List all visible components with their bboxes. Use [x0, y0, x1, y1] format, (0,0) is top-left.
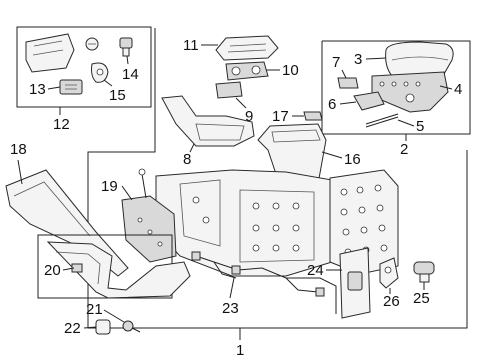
callout-22: 22	[64, 320, 81, 337]
leader-5	[397, 119, 415, 127]
callout-15: 15	[109, 87, 126, 104]
callout-21: 21	[86, 301, 103, 318]
leader-23	[229, 277, 235, 299]
callout-24: 24	[307, 262, 324, 279]
callout-14: 14	[122, 66, 139, 83]
bolt-part-14	[119, 37, 133, 57]
armrest-lid-part-3	[385, 41, 454, 77]
latch-part-7	[337, 77, 359, 89]
callout-12: 12	[53, 116, 70, 133]
rod-part-5	[365, 113, 399, 128]
leader-16	[321, 151, 343, 159]
leader-7	[341, 69, 347, 79]
bracket-part-26	[379, 257, 399, 289]
subassembly-box-12	[16, 26, 152, 108]
callout-4: 4	[454, 81, 462, 98]
leader-13	[47, 86, 61, 90]
callout-20: 20	[44, 262, 61, 279]
callout-2: 2	[400, 141, 408, 158]
panel-part-24	[339, 247, 371, 319]
callout-26: 26	[383, 293, 400, 310]
leader-8	[189, 143, 195, 153]
lock-mechanism-part-6	[353, 91, 385, 111]
callout-18: 18	[10, 141, 27, 158]
callout-8: 8	[183, 151, 191, 168]
nut-part-22	[95, 319, 111, 335]
callout-10: 10	[282, 62, 299, 79]
storage-bin-part-16	[257, 123, 327, 187]
callout-17: 17	[272, 108, 289, 125]
callout-25: 25	[413, 290, 430, 307]
callout-7: 7	[332, 54, 340, 71]
lid-base-part-4	[371, 71, 449, 113]
tray-part-9	[215, 81, 243, 99]
callout-1: 1	[236, 342, 244, 359]
callout-9: 9	[245, 108, 253, 125]
lower-panel-part-20	[46, 241, 191, 299]
callout-16: 16	[344, 151, 361, 168]
leader-15	[103, 79, 113, 87]
leader-19	[121, 185, 133, 201]
rear-panel-part	[329, 169, 399, 275]
pad-part-17	[303, 111, 323, 121]
leader-18	[17, 159, 23, 185]
callout-3: 3	[354, 51, 362, 68]
leader-9	[235, 97, 247, 109]
wiring-harness-part-23	[191, 251, 337, 314]
callout-11: 11	[183, 37, 199, 54]
screw-part	[85, 37, 99, 51]
leader-14	[126, 55, 129, 65]
subassembly-box-2	[321, 40, 471, 135]
callout-19: 19	[101, 178, 118, 195]
leader-3	[365, 57, 387, 60]
leader-6	[339, 101, 357, 105]
trim-plate-part-8	[161, 95, 255, 147]
callout-6: 6	[328, 96, 336, 113]
callout-23: 23	[222, 300, 239, 317]
leader-22	[83, 326, 97, 329]
leader-4	[439, 85, 453, 90]
leader-21	[103, 309, 125, 323]
callout-13: 13	[29, 81, 46, 98]
callout-5: 5	[416, 118, 424, 135]
screw-part-21	[122, 320, 141, 333]
bracket-module-part	[25, 33, 75, 73]
console-body-part	[155, 169, 333, 277]
leader-20	[62, 267, 75, 271]
bezel-part-10	[225, 61, 269, 81]
cupholder-top-part-11	[215, 35, 279, 61]
shifter-part-19	[121, 168, 177, 263]
spring-clip-part-15	[91, 62, 109, 83]
connector-part-25	[413, 261, 435, 283]
clip-part-13	[59, 79, 83, 95]
